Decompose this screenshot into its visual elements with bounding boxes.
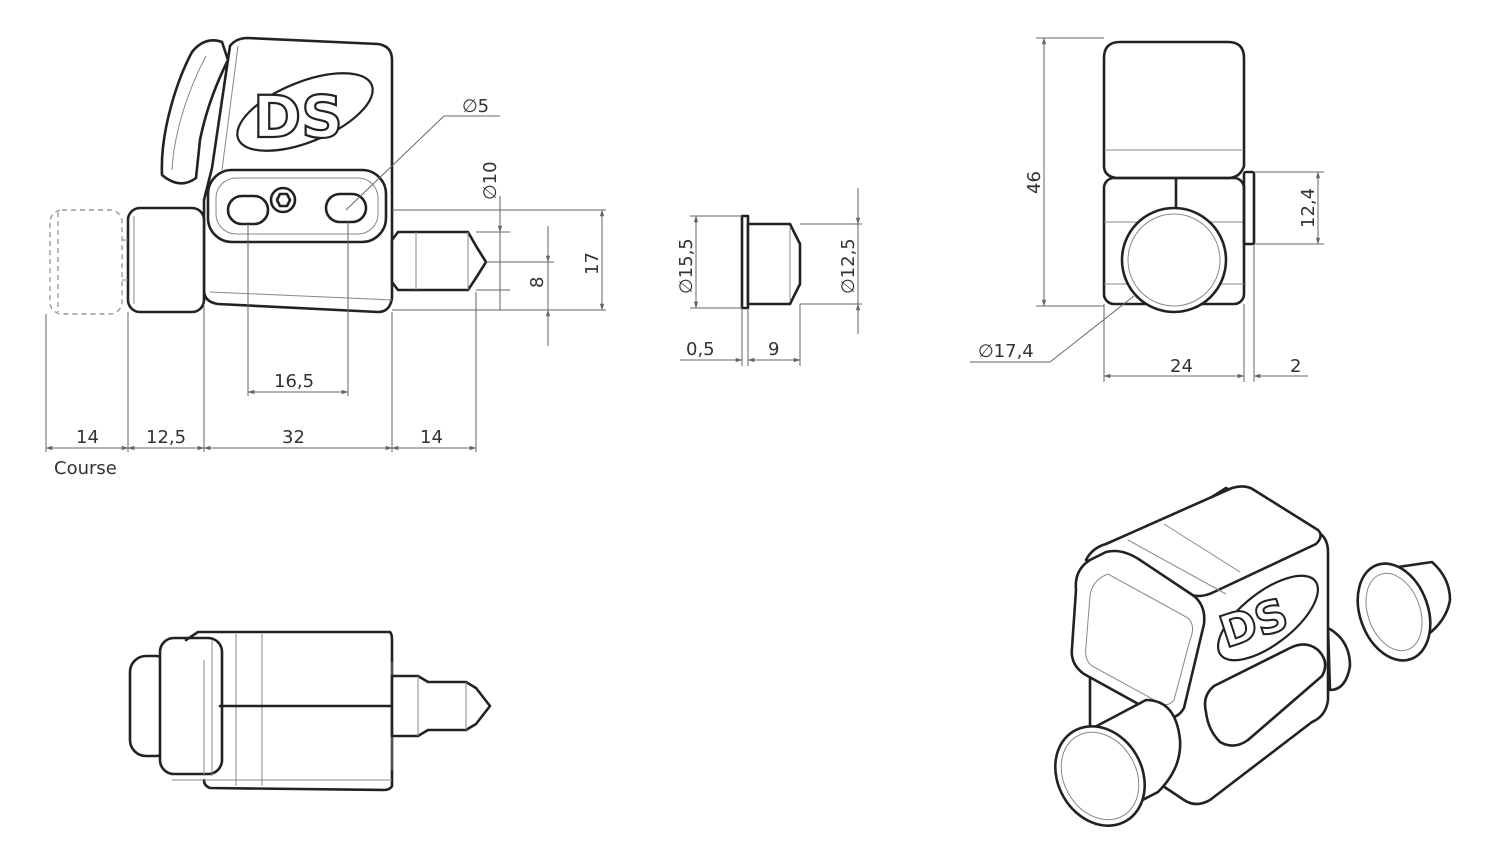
top-view	[128, 630, 492, 792]
dim-knob-diameter: ∅17,4	[978, 341, 1034, 362]
dim-total-height: 46	[1024, 171, 1045, 194]
dim-body-height: 17	[582, 252, 603, 275]
cap-view: ∅15,5 ∅12,5 0,5 9	[676, 188, 862, 366]
dim-side-thickness: 2	[1290, 356, 1301, 377]
dim-pin-length: 8	[527, 277, 548, 288]
dim-cap-diameter: ∅15,5	[676, 238, 697, 294]
dim-cap-length: 9	[768, 339, 779, 360]
dim-pin-total-length: 14	[420, 427, 443, 448]
dim-body-length: 32	[282, 427, 305, 448]
front-view: DS	[45, 36, 606, 479]
dim-slot-spacing: 16,5	[274, 371, 314, 392]
dim-travel-length: 14	[76, 427, 99, 448]
course-label: Course	[54, 458, 117, 479]
dim-pin-diameter: ∅10	[480, 161, 501, 200]
isometric-view: DS	[1053, 485, 1452, 827]
dim-flange-thickness: 0,5	[686, 339, 715, 360]
dim-hole-diameter: ∅5	[462, 96, 489, 117]
logo-text: DS	[253, 83, 343, 151]
dim-side-height: 12,4	[1298, 188, 1319, 228]
ds-logo: DS	[236, 72, 374, 152]
dim-width: 24	[1170, 356, 1193, 377]
dim-knob-length: 12,5	[146, 427, 186, 448]
dim-cap-inner-diameter: ∅12,5	[838, 238, 859, 294]
side-view: 46 12,4 24 2 ∅17,4	[970, 37, 1324, 382]
